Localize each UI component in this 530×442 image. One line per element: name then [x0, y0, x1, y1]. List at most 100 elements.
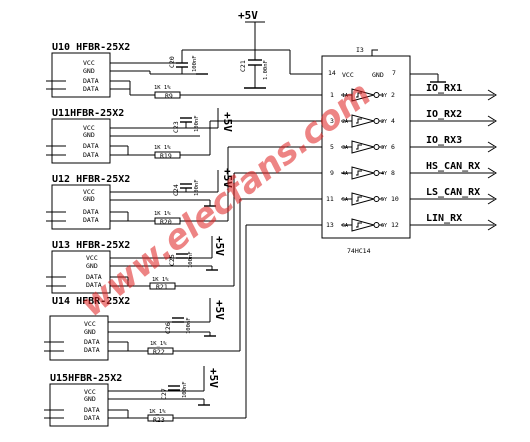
signal-label: HS_CAN_RX — [426, 161, 480, 172]
svg-text:GND: GND — [86, 262, 98, 270]
svg-text:1K 1%: 1K 1% — [152, 277, 169, 283]
gate-in-pin: 3 — [330, 117, 334, 125]
inverter-bubble — [373, 92, 380, 98]
gate-in-name: 2A — [342, 119, 348, 125]
inverter-bubble — [373, 170, 380, 176]
svg-text:VCC: VCC — [86, 254, 98, 262]
svg-text:100nF: 100nF — [194, 115, 200, 132]
svg-text:100nF: 100nF — [186, 317, 192, 334]
output-arrow-icon — [487, 193, 497, 205]
gate-in-name: 1A — [342, 93, 348, 99]
receiver-u11: U11HFBR-25X2 VCC GND DATA DATA C23 100nF… — [51, 108, 322, 164]
top-power-label: +5V — [238, 9, 258, 22]
output-arrow-icon — [487, 219, 497, 231]
inverter-symbol — [351, 192, 376, 206]
output-arrow-icon — [487, 89, 497, 101]
svg-text:C25: C25 — [168, 254, 176, 266]
svg-text:C20: C20 — [168, 56, 176, 68]
svg-text:1K_1%: 1K_1% — [150, 341, 167, 347]
receiver-u14: U14 HFBR-25X2 VCC GND DATA DATA C26 100n… — [49, 198, 322, 361]
svg-text:C26: C26 — [164, 322, 172, 334]
svg-text:+5V: +5V — [213, 300, 226, 320]
gate-out-name: 2Y — [381, 119, 387, 125]
inverter-symbol — [351, 140, 376, 154]
inverter-symbol — [351, 114, 376, 128]
svg-text:DATA: DATA — [86, 281, 102, 289]
svg-text:DATA: DATA — [83, 208, 99, 216]
svg-text:DATA: DATA — [83, 85, 99, 93]
svg-text:100nF: 100nF — [188, 251, 194, 268]
svg-text:1K 1%: 1K 1% — [154, 85, 171, 91]
output-signal: HS_CAN_RX — [410, 161, 497, 179]
schmitt-icon — [356, 144, 362, 150]
inverter-bubble — [373, 144, 380, 150]
output-signal: LIN_RX — [410, 213, 497, 231]
gate-out-pin: 2 — [391, 91, 395, 99]
output-signal: IO_RX1 — [410, 83, 497, 101]
svg-text:VCC: VCC — [83, 188, 95, 196]
top-power-rail: +5V — [182, 9, 322, 75]
svg-text:DATA: DATA — [84, 338, 100, 346]
svg-text:DATA: DATA — [83, 77, 99, 85]
svg-text:R22: R22 — [153, 348, 165, 356]
output-signal: LS_CAN_RX — [410, 187, 497, 205]
bulk-cap-ref: C21 — [239, 60, 247, 72]
svg-text:1K 1%: 1K 1% — [154, 145, 171, 151]
receiver-u14-label: U14 HFBR-25X2 — [52, 296, 130, 307]
svg-text:GND: GND — [372, 71, 384, 79]
svg-text:DATA: DATA — [84, 406, 100, 414]
svg-text:DATA: DATA — [83, 151, 99, 159]
schmitt-icon — [356, 196, 362, 202]
svg-text:7: 7 — [392, 69, 396, 77]
gate-out-name: 3Y — [381, 145, 387, 151]
gate-out-name: 4Y — [381, 171, 387, 177]
signal-label: LS_CAN_RX — [426, 187, 480, 198]
svg-text:VCC: VCC — [84, 388, 96, 396]
gate-out-name: 6Y — [381, 223, 387, 229]
svg-text:VCC: VCC — [342, 71, 354, 79]
svg-text:+5V: +5V — [213, 236, 226, 256]
inverter-symbol — [351, 218, 376, 232]
gate-out-pin: 8 — [391, 169, 395, 177]
bulk-capacitor: C21 1.00nF — [239, 50, 269, 89]
svg-text:100nF: 100nF — [182, 381, 188, 398]
receiver-u15: U15HFBR-25X2 VCC GND DATA DATA C27 100nF… — [49, 224, 322, 427]
svg-text:+5V: +5V — [207, 368, 220, 388]
ic-ref: I3 — [356, 46, 364, 54]
svg-text:100nF: 100nF — [194, 179, 200, 196]
svg-text:C24: C24 — [172, 184, 180, 196]
gate-in-pin: 1 — [330, 91, 334, 99]
output-signal: IO_RX2 — [410, 109, 497, 127]
inverter-symbol — [351, 88, 376, 102]
signal-label: LIN_RX — [426, 213, 462, 224]
receiver-u11-label: U11HFBR-25X2 — [52, 108, 124, 119]
gate-out-pin: 10 — [391, 195, 399, 203]
gate-in-name: 5A — [342, 197, 348, 203]
schmitt-icon — [356, 118, 362, 124]
inverter-bubble — [373, 196, 380, 202]
svg-text:DATA: DATA — [83, 216, 99, 224]
output-signal: IO_RX3 — [410, 135, 497, 153]
schmitt-icon — [356, 170, 362, 176]
inverter-bubble — [373, 118, 380, 124]
gate-row: 13 6A 6Y 12 — [326, 218, 399, 232]
svg-text:DATA: DATA — [83, 142, 99, 150]
svg-text:100nF: 100nF — [192, 55, 198, 72]
gate-in-name: 6A — [342, 223, 348, 229]
gate-out-pin: 12 — [391, 221, 399, 229]
gate-in-pin: 13 — [326, 221, 334, 229]
svg-text:R9: R9 — [165, 92, 173, 100]
svg-text:R19: R19 — [160, 152, 172, 160]
signal-label: IO_RX1 — [426, 83, 462, 94]
svg-text:DATA: DATA — [84, 346, 100, 354]
receiver-u13-label: U13 HFBR-25X2 — [52, 240, 130, 251]
svg-text:R20: R20 — [160, 218, 172, 226]
gate-in-name: 3A — [342, 145, 348, 151]
svg-text:C23: C23 — [172, 121, 180, 133]
receiver-u12: U12 HFBR-25X2 VCC GND DATA DATA C24 100n… — [51, 146, 322, 230]
